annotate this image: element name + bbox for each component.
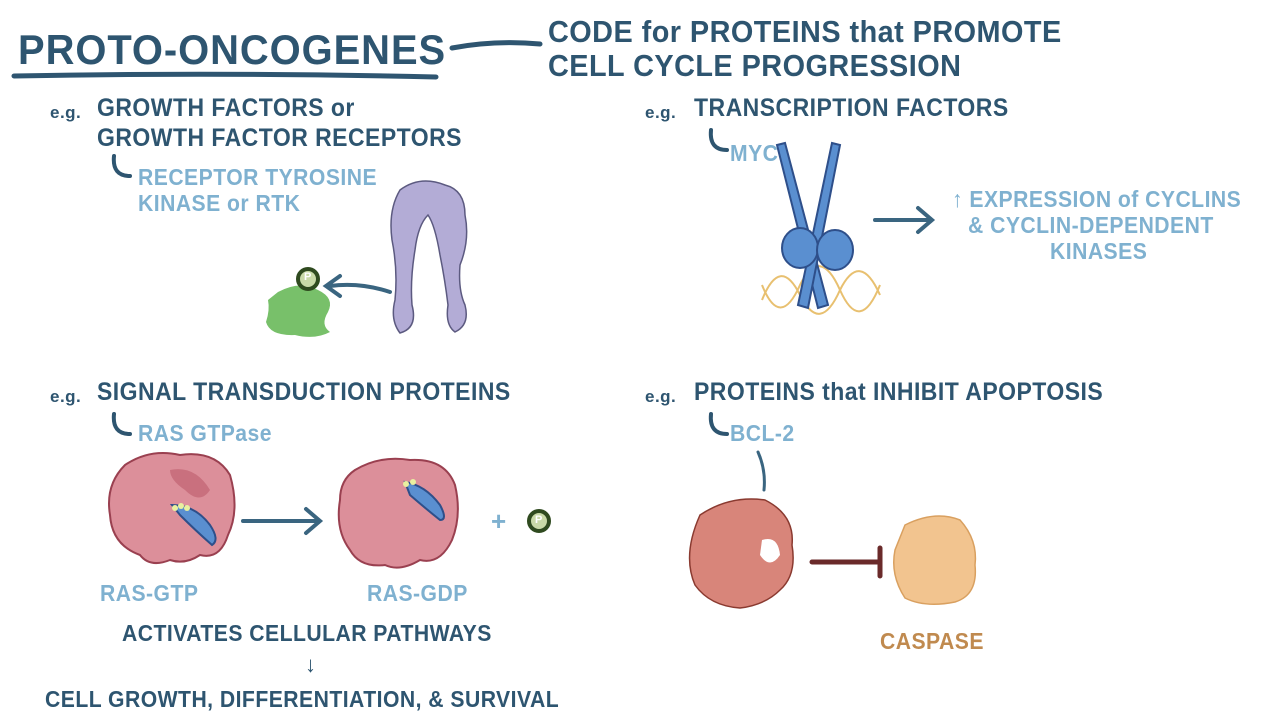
- growth-heading-2: GROWTH FACTOR RECEPTORS: [97, 124, 462, 152]
- rtk-label-1: RECEPTOR TYROSINE: [138, 164, 378, 190]
- plus-sign: +: [491, 506, 507, 536]
- gtp-binding-icon: [169, 503, 217, 547]
- myc-label: MYC: [730, 140, 779, 166]
- ras-gtp-protein-icon: [108, 452, 236, 565]
- outcome-label: CELL GROWTH, DIFFERENTIATION, & SURVIVAL: [45, 686, 560, 712]
- effect-line-1: ↑ EXPRESSION of CYCLINS: [952, 186, 1242, 212]
- rtk-label-2: KINASE or RTK: [138, 190, 301, 216]
- heading-part: PROTEINS that: [694, 378, 867, 406]
- transcription-heading: TRANSCRIPTION FACTORS: [694, 94, 1009, 122]
- phosphate-icon: [296, 267, 320, 291]
- hook-icon: [708, 128, 729, 152]
- signal-heading: SIGNAL TRANSDUCTION PROTEINS: [97, 378, 511, 406]
- down-arrow-icon: ↓: [305, 652, 317, 677]
- growth-heading-1: GROWTH FACTORS or: [97, 94, 355, 122]
- phosphate-label: P: [535, 514, 543, 526]
- rtk-receptor-icon: [390, 180, 468, 334]
- dna-helix-icon: [761, 265, 881, 315]
- bcl2-label: BCL-2: [730, 420, 795, 446]
- eg-label: e.g.: [50, 387, 82, 406]
- title-underline: [11, 71, 439, 80]
- definition-line-1: CODE for PROTEINS that PROMOTE: [548, 14, 1062, 49]
- eg-label: e.g.: [645, 387, 677, 406]
- myc-protein-icon: [775, 141, 854, 310]
- definition-line-2: CELL CYCLE PROGRESSION: [548, 48, 962, 83]
- caspase-protein-icon: [893, 515, 977, 605]
- effect-line-2: & CYCLIN-DEPENDENT: [968, 212, 1214, 238]
- arrow-icon: [322, 274, 392, 298]
- arrow-icon: [873, 206, 936, 234]
- ras-gdp-label: RAS-GDP: [367, 580, 468, 606]
- eg-label: e.g.: [645, 103, 677, 122]
- heading-emphasis: INHIBIT: [872, 378, 960, 406]
- connector-line: [449, 40, 543, 51]
- ras-gtp-label: RAS-GTP: [100, 580, 199, 606]
- hook-icon: [708, 412, 729, 436]
- heading-part: APOPTOSIS: [965, 378, 1104, 406]
- phosphate-icon: [527, 509, 551, 533]
- hook-icon: [111, 154, 132, 178]
- caspase-label: CASPASE: [880, 628, 984, 654]
- arrow-icon: [241, 507, 324, 535]
- gdp-binding-icon: [403, 480, 445, 522]
- page-title: PROTO-ONCOGENES: [18, 26, 447, 73]
- hook-icon: [111, 412, 132, 436]
- ras-label: RAS GTPase: [138, 420, 272, 446]
- green-protein-icon: [266, 285, 331, 337]
- ras-gdp-protein-icon: [337, 457, 459, 569]
- apoptosis-heading: PROTEINS that INHIBIT APOPTOSIS: [694, 378, 1103, 407]
- activates-label: ACTIVATES CELLULAR PATHWAYS: [122, 620, 492, 646]
- pointer-line: [756, 450, 766, 492]
- bcl2-protein-icon: [688, 498, 794, 609]
- eg-label: e.g.: [50, 103, 82, 122]
- phosphate-label: P: [304, 271, 312, 283]
- inhibit-icon: [809, 545, 883, 579]
- effect-line-3: KINASES: [1050, 238, 1148, 264]
